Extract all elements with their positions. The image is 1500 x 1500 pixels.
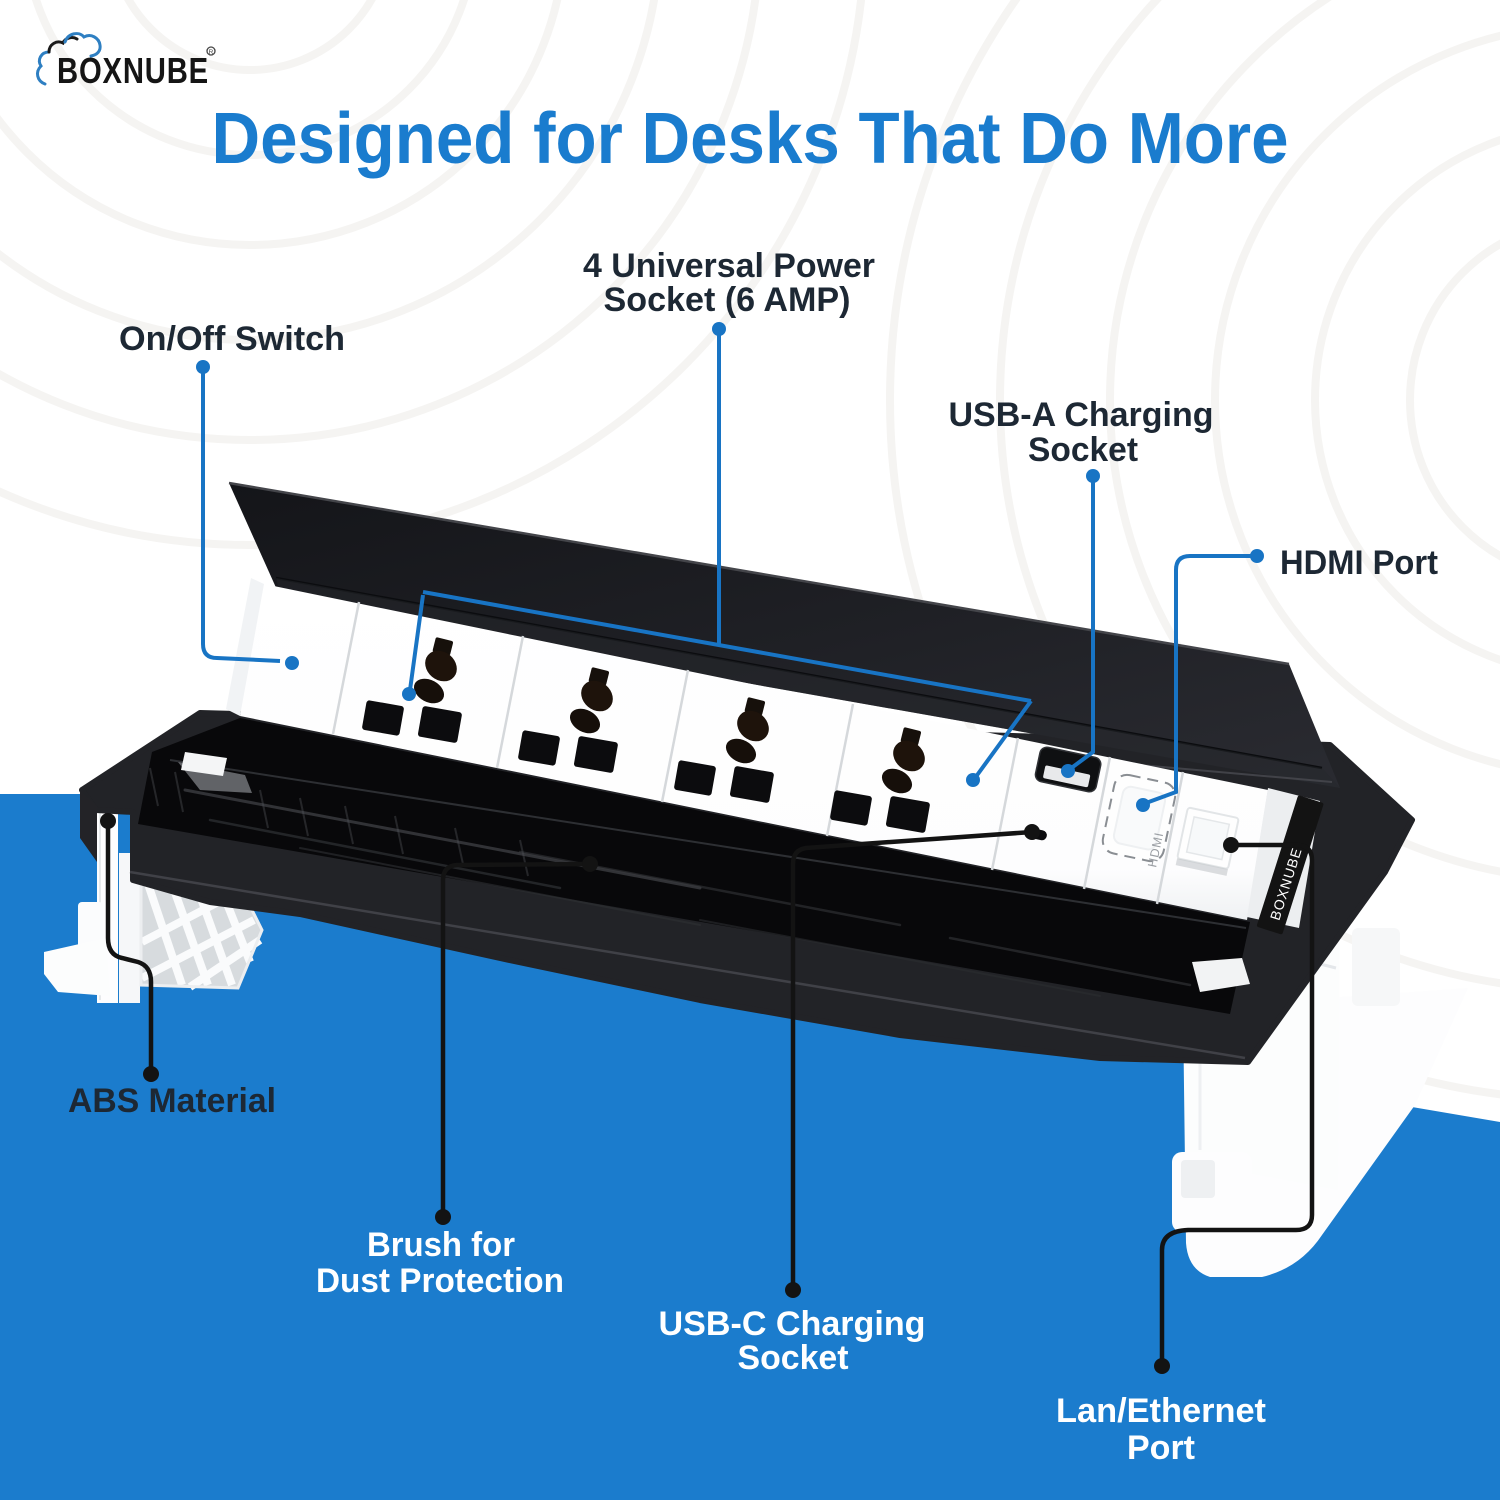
svg-text:Port: Port xyxy=(1127,1429,1195,1467)
svg-text:R: R xyxy=(209,49,214,56)
svg-text:ABS Material: ABS Material xyxy=(68,1082,276,1120)
svg-text:Brush for: Brush for xyxy=(367,1226,515,1264)
svg-text:Lan/Ethernet: Lan/Ethernet xyxy=(1056,1392,1266,1430)
svg-text:USB-A Charging: USB-A Charging xyxy=(949,396,1214,434)
svg-text:Socket (6 AMP): Socket (6 AMP) xyxy=(604,281,851,319)
svg-text:HDMI Port: HDMI Port xyxy=(1280,544,1438,582)
svg-text:Designed for Desks That Do Mor: Designed for Desks That Do More xyxy=(212,99,1289,179)
svg-text:Dust Protection: Dust Protection xyxy=(316,1262,564,1300)
svg-text:BOXNUBE: BOXNUBE xyxy=(57,50,209,91)
svg-text:4 Universal Power: 4 Universal Power xyxy=(583,247,875,285)
svg-text:Socket: Socket xyxy=(738,1339,849,1377)
svg-text:Socket: Socket xyxy=(1028,431,1138,469)
svg-text:On/Off Switch: On/Off Switch xyxy=(119,320,345,358)
svg-text:USB-C Charging: USB-C Charging xyxy=(659,1305,926,1343)
